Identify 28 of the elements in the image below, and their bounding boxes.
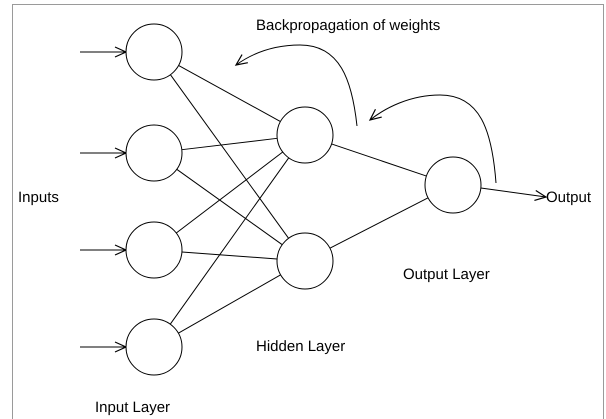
axis-title: Inputs [18, 188, 59, 208]
arrow [80, 341, 127, 353]
neuron-circle [126, 318, 182, 376]
connection-line [176, 151, 284, 234]
neuron-circle [126, 124, 182, 182]
neuron-circle [126, 24, 182, 80]
annotation-text: Backpropagation of weights [256, 16, 440, 36]
layer-label: Output Layer [403, 265, 490, 285]
arrow [480, 187, 547, 202]
arrow [80, 147, 127, 159]
connection-line [170, 157, 290, 325]
connection-line [331, 143, 427, 177]
neuron-circle [276, 106, 334, 164]
connection-line [329, 197, 429, 249]
layer-label: Input Layer [95, 398, 170, 418]
neuron-circle [126, 222, 182, 278]
connection-line [178, 274, 282, 334]
neuron-circle [276, 232, 334, 290]
arrow [80, 244, 127, 256]
layer-label: Hidden Layer [256, 337, 346, 357]
connection-line [178, 64, 281, 122]
connection-line [176, 168, 283, 246]
connection-line [170, 74, 290, 239]
connection-line [181, 138, 278, 150]
output-text: Output [546, 187, 604, 209]
neuron-circle [424, 156, 482, 214]
connection-line [181, 252, 278, 260]
arrow [80, 46, 127, 58]
